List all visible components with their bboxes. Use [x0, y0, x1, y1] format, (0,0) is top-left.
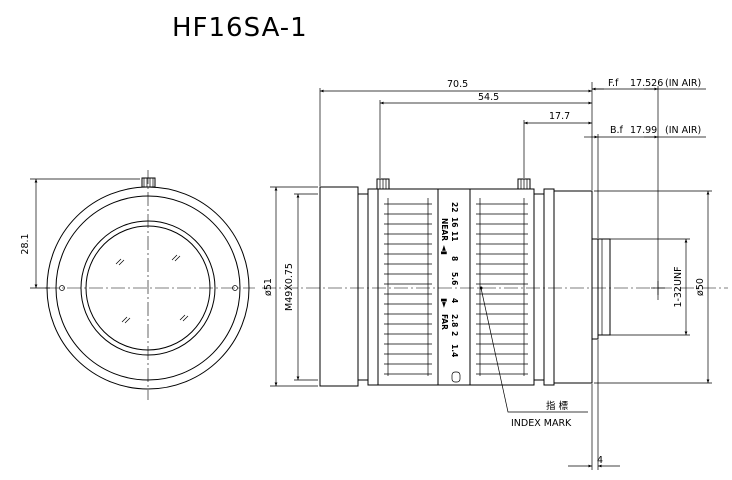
aperture-ring — [377, 188, 439, 386]
side-view: 22 16 11 8 5.6 4 2.8 2 1.4 NEAR ◄▮ ▮► FA… — [262, 78, 728, 470]
focus-ring — [469, 188, 535, 386]
front-index-dot-left — [59, 285, 65, 291]
near-arrow-glyph: ◄▮ — [440, 245, 449, 255]
mount-thread-part — [597, 238, 611, 336]
front-barrel — [319, 186, 359, 387]
front-glass — [85, 225, 211, 351]
front-ring-2 — [55, 195, 241, 381]
far-label: FAR — [440, 314, 449, 330]
dim-mid-label: 54.5 — [478, 92, 499, 103]
far-arrow-glyph: ▮► — [440, 298, 449, 308]
aperture-8: 8 — [450, 256, 459, 261]
aperture-5-6: 5.6 — [450, 272, 459, 285]
aperture-22: 22 — [450, 202, 459, 212]
rear-barrel — [553, 190, 593, 384]
scale-band-logo — [451, 371, 461, 383]
dim-4-label: 4 — [597, 455, 603, 466]
bf-label: B.f — [610, 125, 624, 136]
aperture-16: 16 — [450, 217, 459, 227]
focus-lock-screw — [517, 178, 531, 190]
front-step — [357, 193, 369, 381]
front-ring-3 — [80, 220, 216, 356]
index-mark-cjk: 指 標 — [546, 400, 569, 412]
focus-scale: 22 16 11 8 5.6 4 2.8 2 1.4 NEAR ◄▮ ▮► FA… — [440, 202, 459, 357]
rear-step-1 — [533, 193, 545, 381]
drawing-title: HF16SA-1 — [172, 13, 308, 43]
aperture-lock-screw — [376, 178, 390, 190]
front-index-dot-right — [232, 285, 238, 291]
focus-ring-knurl — [476, 198, 528, 376]
ff-label: F.f — [608, 78, 619, 89]
bf-value: 17.99 — [630, 125, 657, 136]
aperture-4: 4 — [450, 298, 459, 303]
aperture-11: 11 — [450, 231, 459, 241]
index-mark-leader — [480, 287, 588, 413]
dim-d50-label: ø50 — [695, 278, 706, 296]
front-height-label: 28.1 — [20, 233, 31, 254]
mount-flange — [591, 238, 599, 340]
rear-step-2 — [543, 188, 555, 386]
dim-m49-label: M49X0.75 — [284, 263, 295, 311]
near-label: NEAR — [440, 218, 449, 241]
ff-note: (IN AIR) — [665, 78, 701, 89]
dim-unf-label: 1-32UNF — [673, 266, 684, 307]
dim-d51-label: ø51 — [263, 278, 274, 296]
front-view: 28.1 — [20, 170, 255, 400]
aperture-ring-knurl — [384, 198, 432, 376]
dim-total-label: 70.5 — [447, 79, 468, 90]
front-lock-screw — [141, 177, 156, 188]
dim-short-label: 17.7 — [549, 111, 570, 122]
aperture-2-8: 2.8 — [450, 314, 459, 327]
aperture-1-4: 1.4 — [450, 344, 459, 357]
glass-reflection-marks — [115, 254, 189, 324]
aperture-2: 2 — [450, 331, 459, 336]
bf-note: (IN AIR) — [665, 125, 701, 136]
ff-value: 17.526 — [630, 78, 663, 89]
aperture-ring-rim — [367, 188, 379, 386]
index-mark-label: INDEX MARK — [511, 418, 572, 429]
